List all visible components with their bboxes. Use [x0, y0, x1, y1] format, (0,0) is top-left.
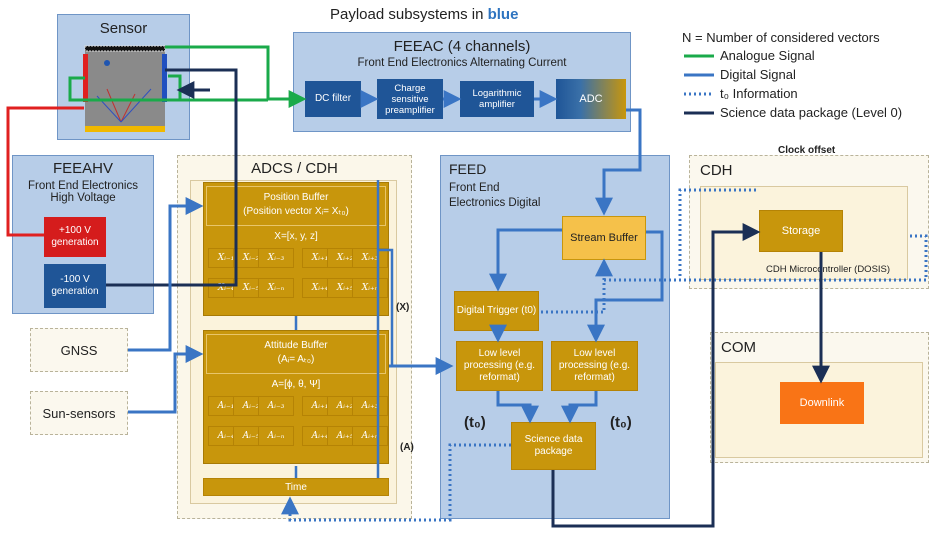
sensor-illustration	[83, 45, 167, 132]
legend-header: N = Number of considered vectors	[682, 30, 880, 45]
time-block: Time	[203, 478, 389, 496]
legend-item-science: Science data package (Level 0)	[720, 105, 903, 120]
sensor-particle	[104, 60, 110, 66]
minus-100v-label: -100 V generation	[51, 274, 99, 297]
attitude-tag: (A)	[400, 442, 414, 453]
plus-100v-label: +100 V generation	[51, 225, 99, 248]
feeahv-subtitle: Front End Electronics High Voltage	[28, 180, 138, 204]
attitude-cell: Aᵢ₊₃	[352, 396, 388, 416]
attitude-cell: Aᵢ₋ₙ	[258, 426, 294, 446]
position-tag: (X)	[396, 302, 410, 313]
dc-filter-block: DC filter	[305, 81, 361, 117]
position-cells: Xᵢ₋₁ Xᵢ₋₂ Xᵢ₋₃ Xᵢ₊₁ Xᵢ₊₂ Xᵢ₊₃ Xᵢ₋₄ Xᵢ₋₅ …	[206, 246, 388, 304]
stream-buffer-block: Stream Buffer	[562, 216, 646, 260]
position-cell: Xᵢ₋ₙ	[258, 278, 294, 298]
feeac-subtitle: Front End Electronics Alternating Curren…	[357, 57, 567, 69]
llp-left-label: Low level processing (e.g. reformat)	[463, 348, 536, 383]
science-package-block: Science data package	[511, 422, 596, 470]
feed-subtitle-2: Electronics Digital	[449, 197, 541, 209]
attitude-buffer-header: Attitude Buffer (Aᵢ= Aₜ₀)	[206, 334, 386, 374]
position-buffer-label: Position Buffer	[263, 192, 329, 203]
legend-swatches	[684, 54, 714, 115]
feeahv-title: FEEAHV	[52, 160, 113, 177]
sensor-title: Sensor	[99, 20, 148, 37]
downlink-block: Downlink	[780, 382, 864, 424]
llp-left-block: Low level processing (e.g. reformat)	[456, 341, 543, 391]
attitude-buffer-label: Attitude Buffer	[264, 340, 328, 351]
legend-item-t0: t₀ Information	[720, 86, 798, 101]
sensor-detector-top	[84, 45, 166, 52]
llp-right-label: Low level processing (e.g. reformat)	[558, 348, 631, 383]
position-vector-label: (Position vector Xᵢ= Xₜ₀)	[243, 206, 349, 217]
title-highlight: blue	[487, 6, 519, 23]
science-package-label: Science data package	[524, 434, 583, 457]
downlink-label: Downlink	[799, 397, 845, 409]
sun-sensors-label: Sun-sensors	[42, 405, 116, 421]
title-prefix: Payload subsystems in	[330, 6, 488, 23]
t0-right-label: (t₀)	[610, 414, 632, 431]
feeac-title: FEEAC (4 channels)	[393, 38, 531, 55]
com-title: COM	[721, 339, 756, 356]
digital-trigger-block: Digital Trigger (t0)	[454, 291, 539, 331]
sensor-electrode-left	[83, 54, 88, 102]
adcs-cdh-title: ADCS / CDH	[251, 160, 338, 177]
storage-label: Storage	[781, 225, 821, 237]
storage-block: Storage	[759, 210, 843, 252]
minus-100v-block: -100 V generation	[44, 264, 106, 308]
sun-sensors-box: Sun-sensors	[30, 391, 128, 435]
plus-100v-block: +100 V generation	[44, 217, 106, 257]
attitude-vector-label: (Aᵢ= Aₜ₀)	[277, 354, 315, 365]
adc-label: ADC	[579, 93, 603, 105]
feed-subtitle-1: Front End	[449, 182, 500, 194]
attitude-set-label: A=[ϕ, θ, Ψ]	[271, 379, 321, 390]
position-set-label: X=[x, y, z]	[274, 231, 318, 242]
time-label: Time	[285, 481, 307, 493]
adc-block: ADC	[556, 79, 626, 119]
cdh-micro-label: CDH Microcontroller (DOSIS)	[766, 264, 891, 275]
gnss-label: GNSS	[60, 342, 98, 358]
digital-trigger-label: Digital Trigger (t0)	[456, 305, 537, 316]
stream-buffer-label: Stream Buffer	[570, 231, 638, 244]
sensor-electrode-right	[162, 54, 167, 102]
gnss-box: GNSS	[30, 328, 128, 372]
preamplifier-label: Charge sensitive preamplifier	[385, 82, 435, 116]
legend-item-analogue: Analogue Signal	[720, 48, 815, 63]
diagram-title: Payload subsystems in blue	[330, 6, 610, 23]
legend: N = Number of considered vectors	[682, 30, 932, 47]
attitude-cell: Aᵢ₊ₙ	[352, 426, 388, 446]
attitude-cell: Aᵢ₋₃	[258, 396, 294, 416]
position-cell: Xᵢ₊₃	[352, 248, 388, 268]
position-cell: Xᵢ₋₃	[258, 248, 294, 268]
t0-left-label: (t₀)	[464, 414, 486, 431]
clock-offset-label: Clock offset	[778, 145, 836, 156]
sensor-base	[85, 126, 165, 132]
preamplifier-block: Charge sensitive preamplifier	[377, 79, 443, 119]
position-buffer-header: Position Buffer (Position vector Xᵢ= Xₜ₀…	[206, 186, 386, 226]
legend-item-digital: Digital Signal	[720, 67, 796, 82]
position-cell: Xᵢ₊ₙ	[352, 278, 388, 298]
log-amplifier-label: Logarithmic amplifier	[472, 88, 522, 110]
attitude-cells: Aᵢ₋₁ Aᵢ₋₂ Aᵢ₋₃ Aᵢ₊₁ Aᵢ₊₂ Aᵢ₊₃ Aᵢ₋₄ Aᵢ₋₅ …	[206, 394, 388, 452]
llp-right-block: Low level processing (e.g. reformat)	[551, 341, 638, 391]
log-amplifier-block: Logarithmic amplifier	[460, 81, 534, 117]
feed-title: FEED	[449, 161, 487, 177]
dc-filter-label: DC filter	[314, 93, 352, 104]
cdh-title: CDH	[700, 162, 733, 179]
